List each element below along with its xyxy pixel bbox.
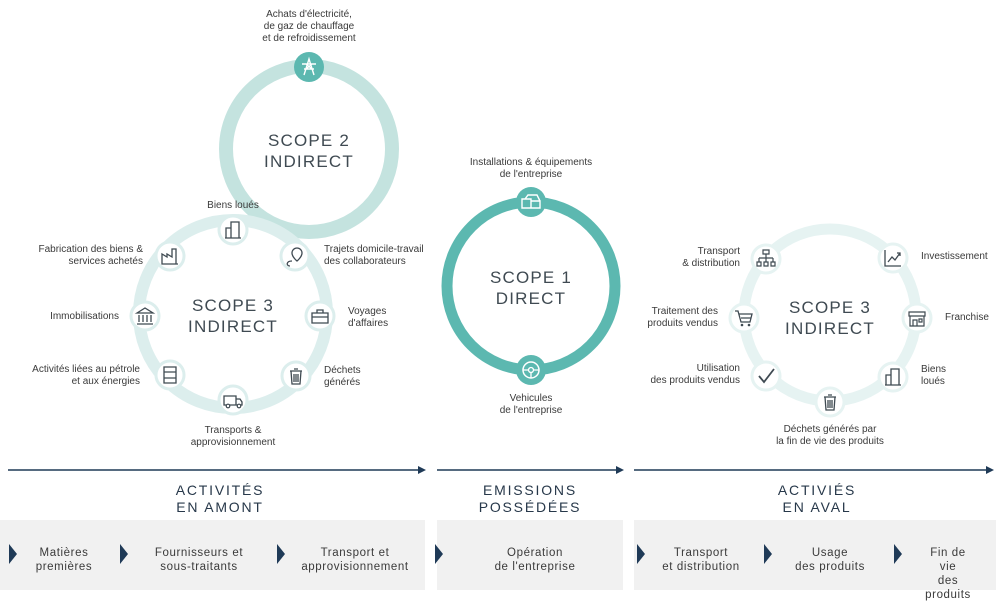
boxes-icon xyxy=(516,187,546,217)
map-pin-route-icon xyxy=(279,240,311,272)
chevron-right-icon xyxy=(277,544,285,564)
label-capital-goods: Immobilisations xyxy=(50,311,119,322)
label-leased-assets-upstream: Biens loués xyxy=(207,200,259,211)
briefcase-icon xyxy=(304,300,336,332)
truck-icon xyxy=(217,384,249,416)
buildings-icon xyxy=(217,214,249,246)
chevron-right-icon xyxy=(435,544,443,564)
checkmark-icon xyxy=(750,360,782,392)
label-end-of-life: Déchets générés par la fin de vie des pr… xyxy=(776,424,884,447)
trash-icon xyxy=(280,360,312,392)
section-downstream-title: ACTIVIÉS EN AVAL xyxy=(777,482,857,515)
flow-step-transport-distribution: Transport et distribution xyxy=(662,547,740,573)
storefront-icon xyxy=(901,302,933,334)
flow-step-operations: Opération de l'entreprise xyxy=(494,547,576,573)
label-leased-assets-downstream: Biens loués xyxy=(921,364,947,387)
scope3-downstream-title: SCOPE 3 INDIRECT xyxy=(785,298,875,338)
bank-building-icon xyxy=(129,300,161,332)
label-waste-upstream: Déchets générés xyxy=(324,365,361,388)
label-investments: Investissement xyxy=(921,251,988,262)
chevron-right-icon xyxy=(764,544,772,564)
flow-downstream-band xyxy=(634,520,996,590)
label-transport-supply: Transports & approvisionnement xyxy=(190,425,276,448)
chevron-right-icon xyxy=(120,544,128,564)
network-icon xyxy=(750,243,782,275)
shopping-cart-icon xyxy=(728,302,760,334)
chevron-right-icon xyxy=(9,544,17,564)
flow-upstream-band xyxy=(0,520,425,590)
label-purchased-goods: Fabrication des biens & services achetés xyxy=(38,244,143,267)
chevron-right-icon xyxy=(637,544,645,564)
factory-icon xyxy=(154,240,186,272)
flow-step-raw-materials: Matières premières xyxy=(35,547,93,573)
chevron-right-icon xyxy=(894,544,902,564)
steering-wheel-icon xyxy=(516,355,546,385)
upstream-arrow xyxy=(8,466,426,474)
flow-step-suppliers: Fournisseurs et sous-traitants xyxy=(154,547,244,573)
scope1-title: SCOPE 1 DIRECT xyxy=(489,268,573,308)
flow-step-end-of-life: Fin de vie des produits xyxy=(925,547,971,601)
flow-step-product-use: Usage des produits xyxy=(795,547,865,573)
scope3-upstream-title: SCOPE 3 INDIRECT xyxy=(188,296,278,336)
label-fuel-energy: Activités liées au pétrole et aux énergi… xyxy=(32,364,140,387)
label-electricity-purchases: Achats d'électricité, de gaz de chauffag… xyxy=(262,9,356,44)
buildings-icon xyxy=(877,361,909,393)
label-transport-distribution: Transport & distribution xyxy=(682,246,740,269)
label-installations: Installations & équipements de l'entrepr… xyxy=(469,157,593,180)
scope2-title: SCOPE 2 INDIRECT xyxy=(264,131,354,171)
section-owned-title: EMISSIONS POSSÉDÉES xyxy=(478,482,582,515)
label-business-trips: Voyages d'affaires xyxy=(348,306,389,329)
section-upstream-title: ACTIVITÉS EN AMONT xyxy=(175,482,265,515)
flow-owned-band xyxy=(437,520,623,590)
fuel-barrel-icon xyxy=(154,359,186,391)
owned-arrow xyxy=(437,466,624,474)
label-commute: Trajets domicile-travail des collaborate… xyxy=(324,244,424,267)
label-use-of-products: Utilisation des produits vendus xyxy=(650,363,740,386)
label-vehicles: Vehicules de l'entreprise xyxy=(499,393,563,416)
growth-chart-icon xyxy=(877,242,909,274)
label-franchise: Franchise xyxy=(945,312,989,323)
trash-icon xyxy=(814,386,846,418)
power-pylon-icon xyxy=(294,52,324,82)
flow-step-transport-supply: Transport et approvisionnement xyxy=(301,547,409,573)
label-processing: Traitement des produits vendus xyxy=(647,306,718,329)
downstream-arrow xyxy=(634,466,994,474)
